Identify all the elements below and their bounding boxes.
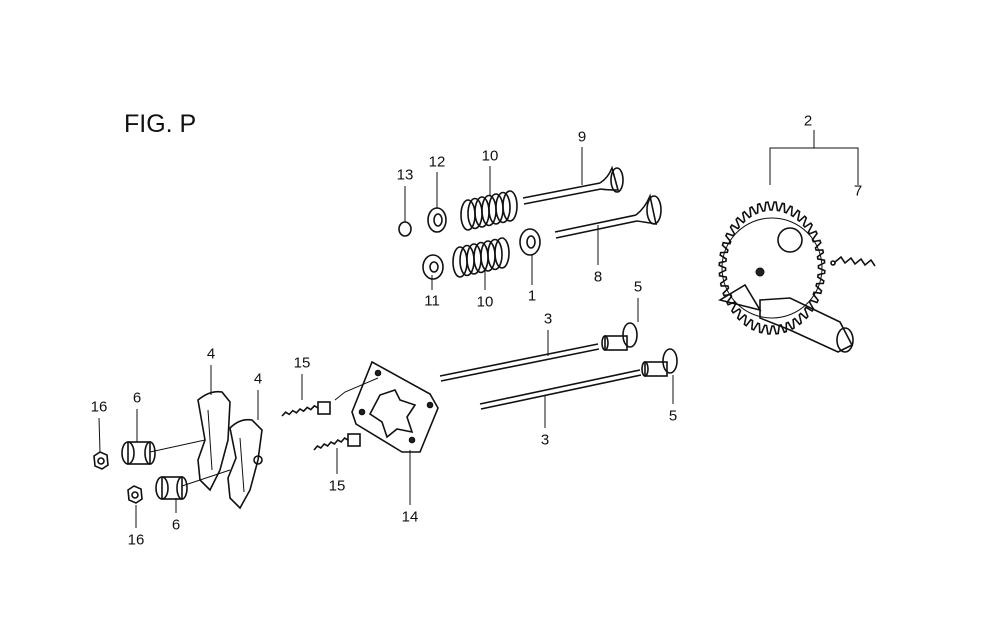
callout-14: 14 (401, 508, 419, 526)
stud-part-15-lower (313, 433, 361, 451)
spring-coil (502, 190, 518, 222)
stud-hex (347, 433, 361, 447)
stud-thread (313, 436, 349, 451)
cotter-part-13 (398, 221, 412, 237)
callout-2: 2 (803, 112, 813, 130)
callout-12: 12 (428, 153, 446, 171)
callout-15-upper: 15 (293, 354, 311, 372)
seal-part-1 (519, 228, 541, 256)
callout-7: 7 (853, 182, 863, 200)
valve-part-9 (522, 165, 624, 205)
callout-4-right: 4 (253, 370, 263, 388)
push-rod-part-3-lower (479, 369, 642, 410)
spring-coil (495, 191, 511, 224)
callout-9: 9 (577, 128, 587, 146)
rocker-arm-part-4-left (197, 390, 231, 492)
camshaft-gear-part-2 (717, 201, 854, 353)
figure-title: FIG. P (124, 110, 197, 138)
retainer-part-11 (422, 254, 444, 280)
callout-6-upper: 6 (132, 389, 142, 407)
callout-8: 8 (593, 268, 603, 286)
pivot-part-6-upper (121, 441, 156, 465)
spring-coil (494, 237, 510, 269)
valve-spring-part-10-lower (452, 237, 510, 278)
stud-thread (281, 404, 319, 417)
callout-16-lower: 16 (127, 531, 145, 549)
rocker-arm-part-4-right (227, 418, 263, 510)
retainer-part-12 (427, 207, 447, 233)
push-rod-part-3-upper (439, 343, 600, 382)
valve-spring-part-10-upper (460, 190, 518, 231)
stud-part-15-upper (281, 401, 331, 417)
callout-5-lower: 5 (668, 407, 678, 425)
callout-10-lower: 10 (476, 293, 494, 311)
pivot-part-6-lower (155, 476, 188, 500)
nut-part-16-upper (93, 451, 109, 470)
callout-16-upper: 16 (90, 398, 108, 416)
callout-13: 13 (396, 166, 414, 184)
tappet-part-5-upper (601, 322, 638, 351)
nut-part-16-lower (127, 485, 143, 504)
callout-3-lower: 3 (540, 431, 550, 449)
callout-1: 1 (527, 287, 537, 305)
leader-lines (98, 130, 859, 528)
tappet-part-5-lower (641, 348, 678, 377)
stud-hex (317, 401, 331, 415)
callout-6-lower: 6 (171, 516, 181, 534)
guide-plate-part-14 (351, 360, 439, 453)
callout-5-upper: 5 (633, 278, 643, 296)
callout-15-lower: 15 (328, 477, 346, 495)
spring-coil (487, 238, 503, 271)
callout-11: 11 (424, 292, 440, 310)
callout-3-upper: 3 (543, 310, 553, 328)
callout-10-upper: 10 (481, 147, 499, 165)
valve-part-8 (554, 193, 662, 239)
spring-part-7 (830, 255, 876, 267)
callout-4-left: 4 (206, 345, 216, 363)
